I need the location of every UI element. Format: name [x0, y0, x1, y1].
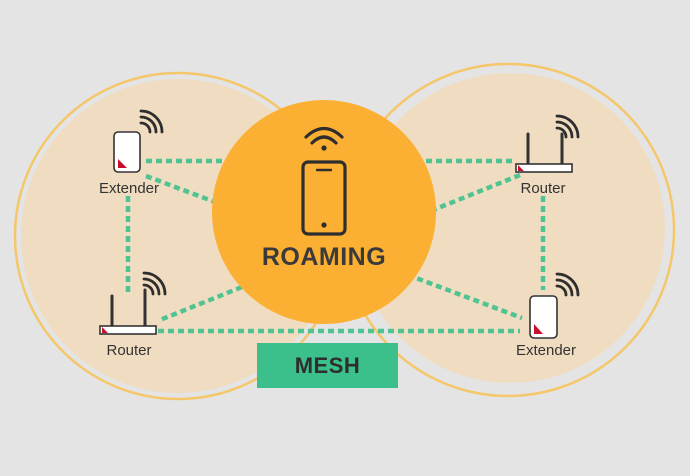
router-icon — [99, 288, 157, 335]
wifi-icon — [555, 272, 580, 297]
wifi-icon — [555, 114, 580, 139]
bottom-right-extender-label: Extender — [515, 342, 577, 359]
top-right-router-label: Router — [520, 180, 566, 197]
smartphone-icon — [301, 160, 347, 236]
mesh-badge: MESH — [257, 343, 398, 388]
top-left-extender-label: Extender — [98, 180, 160, 197]
roaming-circle — [212, 100, 436, 324]
router-icon — [515, 132, 573, 173]
wifi-icon — [142, 271, 167, 296]
wifi-icon — [304, 126, 344, 151]
bottom-left-router-label: Router — [106, 342, 152, 359]
roaming-label: ROAMING — [261, 243, 387, 271]
wifi-icon — [139, 109, 164, 134]
extender-icon — [113, 131, 141, 173]
coverage-zone-right — [355, 73, 665, 383]
extender-icon — [529, 295, 558, 339]
